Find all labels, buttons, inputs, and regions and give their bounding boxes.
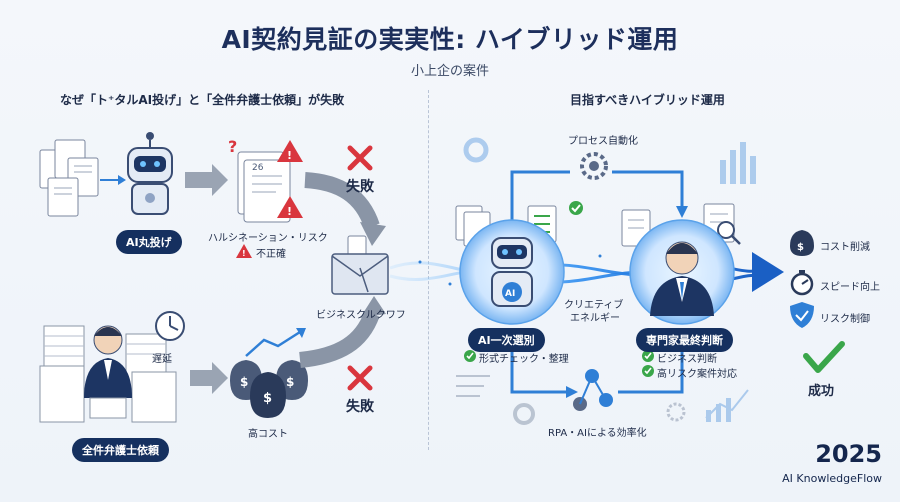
high-cost-label: 高コスト [248, 429, 288, 440]
ai-robot-orb-icon: AI [459, 219, 565, 325]
paper-pile-icon [39, 325, 177, 423]
lawyer-icon [84, 325, 132, 419]
stopwatch-icon [790, 270, 814, 296]
svg-text:!: ! [287, 205, 292, 218]
broken-envelope-icon [331, 235, 389, 295]
svg-text:$: $ [797, 242, 804, 253]
ai-delegation-pill: AI丸投げ [116, 230, 182, 254]
expert-judgment-pill: 専門家最終判断 [636, 328, 733, 352]
small-warning-icon: ! [236, 244, 252, 258]
shield-check-icon [790, 302, 814, 328]
svg-text:?: ? [228, 137, 237, 156]
gear-icon [580, 152, 608, 180]
creative-label-line2: エネルギー [570, 313, 620, 324]
clock-icon [155, 311, 185, 341]
delay-label: 遅延 [152, 354, 172, 365]
result-risk-control: リスク制御 [820, 314, 870, 325]
hallucination-document-icon: 26 ? [228, 137, 291, 223]
fail-label-bottom: 失敗 [346, 399, 374, 415]
expert-orb-icon [629, 219, 735, 325]
right-section-heading: 目指すべきハイブリッド運用 [570, 93, 725, 107]
warning-icon: ! ! [277, 140, 303, 218]
success-check-icon [803, 341, 845, 373]
robot-icon [127, 132, 173, 215]
money-bags-icon: $ $ $ [230, 328, 308, 418]
brand-label: AI KnowledgeFlow [782, 472, 882, 485]
check-icon [464, 350, 654, 377]
process-automation-label: プロセス自動化 [568, 136, 638, 147]
svg-text:!: ! [242, 249, 246, 258]
svg-text:!: ! [287, 149, 292, 162]
rpa-efficiency-label: RPA・AIによる効率化 [548, 428, 647, 439]
page-title: AI契約見証の実実性: ハイブリッド運用 [221, 25, 679, 54]
background-chart-icon [456, 137, 756, 425]
high-risk-label: 高リスク案件対応 [657, 369, 737, 380]
svg-text:$: $ [263, 391, 272, 406]
ai-format-check-label: 形式チェック・整理 [479, 354, 569, 365]
result-cost-reduction: コスト削減 [820, 242, 870, 253]
fail-x-icon-bottom [347, 365, 373, 391]
business-judgment-label: ビジネス判断 [657, 354, 717, 365]
page-subtitle: 小上企の案件 [410, 64, 489, 79]
left-section-heading: なぜ「ト⁺タルAI投げ」と「全件弁護士依頼」が失敗 [60, 93, 345, 107]
success-label: 成功 [808, 384, 835, 399]
money-bag-icon: $ [790, 230, 814, 256]
svg-text:26: 26 [252, 163, 264, 173]
ai-screening-pill: AI一次選別 [468, 328, 545, 352]
creative-label-line1: クリエティブ [564, 300, 624, 311]
document-stack-icon [39, 139, 99, 217]
svg-text:$: $ [240, 375, 248, 389]
hallucination-risk-label: ハルシネーション・リスク [208, 233, 328, 244]
workflow-nodes-icon [573, 369, 613, 411]
all-lawyer-pill: 全件弁護士依頼 [72, 438, 169, 462]
fail-x-icon [347, 145, 373, 171]
result-speed-up: スピード向上 [820, 282, 880, 293]
svg-text:$: $ [286, 375, 294, 389]
fail-label-top: 失敗 [346, 179, 374, 195]
svg-text:AI: AI [505, 289, 515, 299]
business-bottleneck-label: ビジネスクルクワフ [316, 310, 406, 321]
inaccurate-label: 不正確 [256, 249, 286, 260]
year-label: 2025 [815, 440, 882, 468]
